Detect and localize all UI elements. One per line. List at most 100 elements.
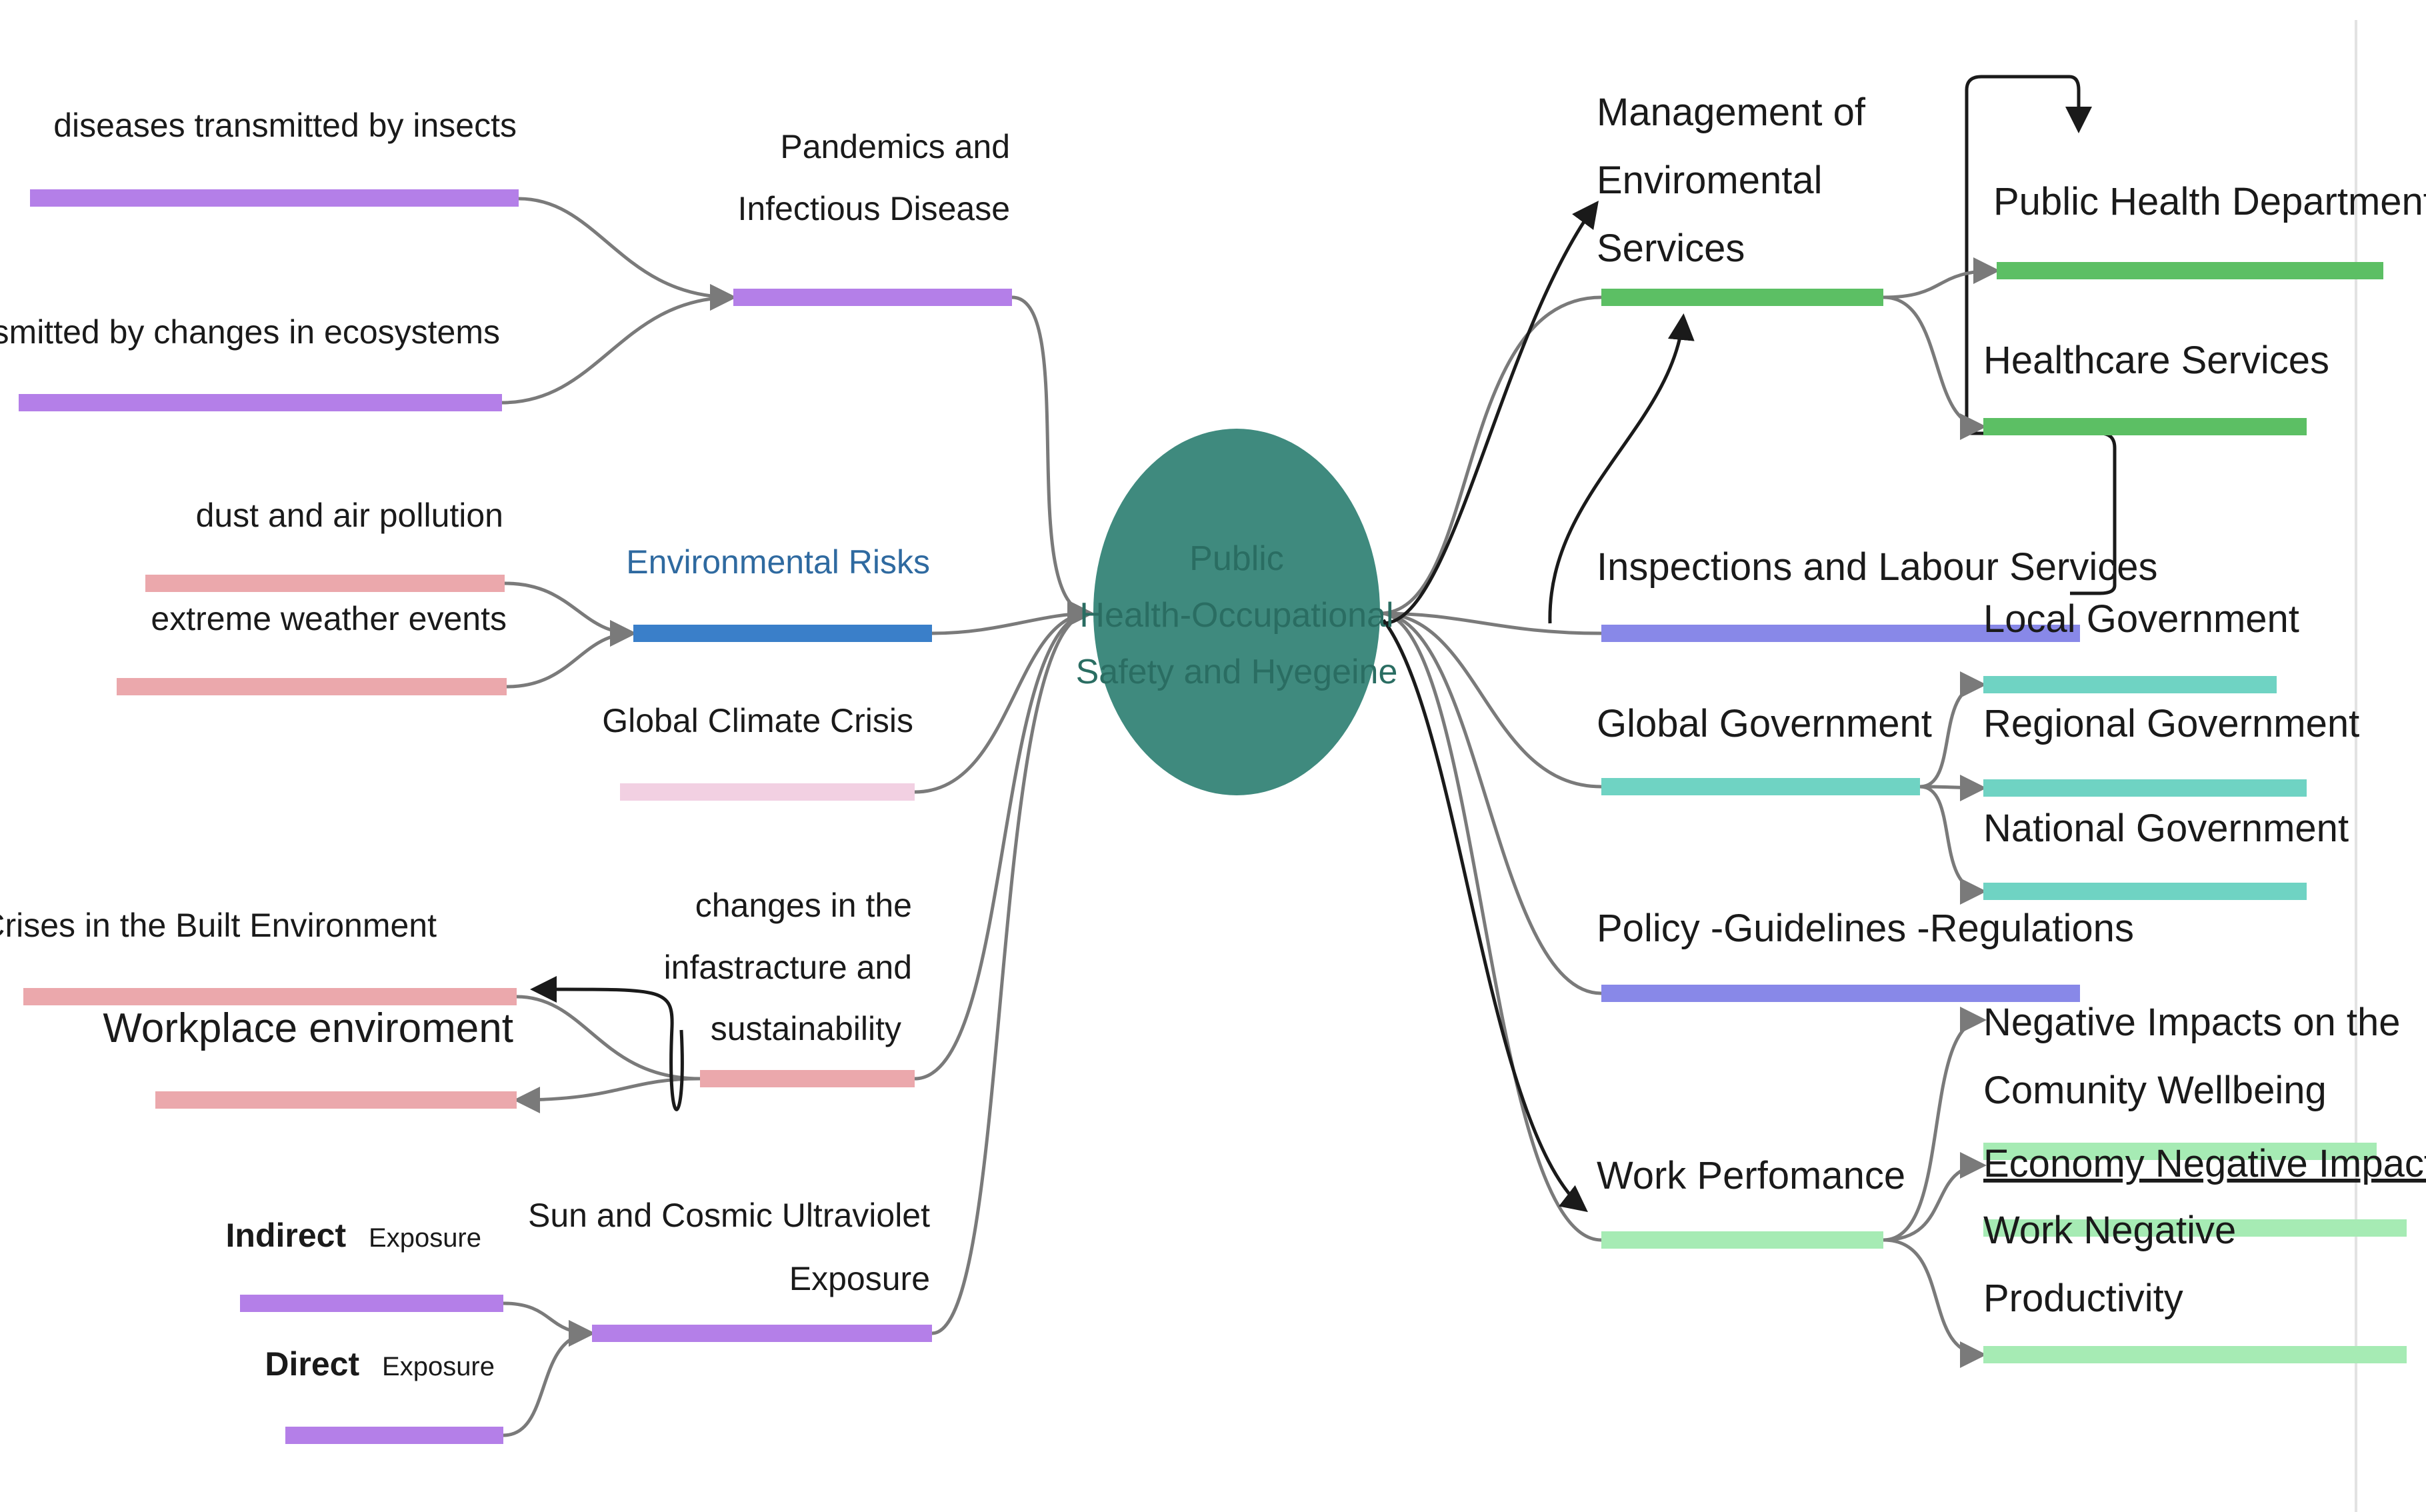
label-direct[interactable]: Direct Exposure	[265, 1345, 495, 1383]
connector-management-healthcare	[1883, 295, 1987, 440]
connector-direct-uv	[503, 1320, 595, 1437]
center-node[interactable]: Public Health-Occupational Safety and Hy…	[1076, 429, 1398, 795]
label-dust[interactable]: dust and air pollution	[196, 497, 503, 534]
label-envrisks[interactable]: Environmental Risks	[626, 543, 930, 581]
connector-global-regional	[1919, 774, 1987, 801]
bar-policy	[1601, 985, 2080, 1002]
label-direct-small: Exposure	[382, 1352, 495, 1381]
bar-healthcare	[1983, 418, 2307, 435]
connector-work-productivity	[1883, 1238, 1987, 1368]
bar-group	[19, 189, 2407, 1444]
connector-dust-envrisks	[504, 581, 637, 647]
connector-infrastructure-center	[914, 600, 1094, 1081]
label-climate[interactable]: Global Climate Crisis	[602, 702, 913, 739]
label-economy[interactable]: Economy Negative Impacts	[1983, 1142, 2426, 1185]
connector-weather-envrisks	[506, 620, 637, 689]
bar-national	[1983, 883, 2307, 900]
bar-crises	[23, 988, 517, 1005]
connector-center-policy	[1379, 611, 1602, 995]
connector-center-management	[1379, 295, 1602, 615]
label-direct-bold: Direct	[265, 1345, 359, 1383]
dark-arrow-inspection-up	[1548, 313, 1695, 624]
connector-center-inspections	[1379, 611, 1602, 635]
label-worknegative-line1[interactable]: Work Negative	[1983, 1209, 2236, 1252]
dark-bracket-connector	[1965, 75, 2081, 430]
center-line-3: Safety and Hyegeine	[1076, 653, 1398, 691]
center-line-1: Public	[1189, 539, 1284, 578]
right-labels: Management of Enviromental Services Publ…	[1597, 91, 2426, 1320]
connector-uv-center	[931, 600, 1094, 1335]
connector-management-publichealth	[1883, 257, 2000, 299]
label-management-line2[interactable]: Enviromental	[1597, 159, 1822, 202]
bar-infrastructure	[700, 1070, 915, 1087]
label-crises[interactable]: Crises in the Built Environment	[0, 907, 437, 944]
connector-global-local	[1919, 671, 1987, 789]
label-regional[interactable]: Regional Government	[1983, 702, 2359, 745]
connector-work-community	[1883, 1007, 1987, 1242]
connector-work-economy	[1883, 1152, 1987, 1242]
bar-publichealth	[1997, 262, 2383, 279]
bar-ecosystems	[19, 394, 502, 411]
label-local[interactable]: Local Government	[1983, 597, 2299, 641]
connector-indirect-uv	[503, 1301, 595, 1347]
bar-regional	[1983, 779, 2307, 797]
bar-management	[1601, 289, 1883, 306]
label-infrastructure-line2[interactable]: infastracture and	[664, 949, 912, 986]
label-inspections[interactable]: Inspections and Labour Services	[1597, 545, 2158, 589]
label-uv-line1[interactable]: Sun and Cosmic Ultraviolet	[528, 1197, 930, 1234]
bar-work	[1601, 1231, 1883, 1249]
label-infrastructure-line1[interactable]: changes in the	[695, 887, 912, 924]
center-line-2: Health-Occupational	[1079, 596, 1393, 635]
label-infrastructure-line3[interactable]: sustainability	[711, 1010, 901, 1047]
label-pandemics-line2[interactable]: Infectious Disease	[737, 190, 1010, 227]
bar-economy	[1983, 1143, 2377, 1160]
bar-dust	[145, 575, 505, 592]
dark-arrow-to-management	[1383, 200, 1599, 625]
connector-climate-center	[914, 600, 1094, 794]
bar-uv	[592, 1325, 932, 1342]
label-worknegative-line2[interactable]: Productivity	[1983, 1277, 2183, 1320]
bar-envrisks	[633, 625, 932, 642]
bar-indirect	[240, 1295, 503, 1312]
label-weather[interactable]: extreme weather events	[151, 600, 507, 637]
bar-weather	[117, 678, 507, 695]
bar-direct	[285, 1427, 503, 1444]
left-labels: diseases transmitted by insects diseases…	[0, 107, 1010, 1383]
connector-insects-pandemics	[518, 197, 737, 311]
dark-loop-connector	[530, 975, 684, 1111]
label-management-line1[interactable]: Management of	[1597, 91, 1866, 134]
label-national[interactable]: National Government	[1983, 807, 2349, 850]
connector-global-national	[1919, 785, 1987, 905]
bar-productivity	[1983, 1346, 2407, 1363]
connector-center-work	[1379, 611, 1602, 1242]
label-ecosystems[interactable]: diseases transmitted by changes in ecosy…	[0, 313, 500, 351]
bar-pandemics	[733, 289, 1012, 306]
connector-center-global	[1379, 611, 1602, 789]
label-global[interactable]: Global Government	[1597, 702, 1932, 745]
label-community-line1[interactable]: Negative Impacts on the	[1983, 1001, 2400, 1044]
label-indirect-small: Exposure	[369, 1223, 481, 1253]
bar-climate	[620, 783, 915, 801]
label-policy[interactable]: Policy -Guidelines -Regulations	[1597, 907, 2134, 950]
bar-worknegative	[1983, 1219, 2407, 1237]
bar-insects	[30, 189, 519, 207]
label-healthcare[interactable]: Healthcare Services	[1983, 339, 2329, 382]
label-publichealth[interactable]: Public Health Department	[1993, 180, 2426, 223]
bar-local	[1983, 676, 2277, 693]
label-uv-line2[interactable]: Exposure	[789, 1260, 930, 1297]
connector-group	[501, 75, 2117, 1437]
dark-arrow-to-work	[1382, 619, 1588, 1213]
label-insects[interactable]: diseases transmitted by insects	[53, 107, 517, 144]
label-indirect-bold: Indirect	[226, 1217, 347, 1254]
label-community-line2[interactable]: Comunity Wellbeing	[1983, 1069, 2327, 1112]
label-indirect[interactable]: Indirect Exposure	[226, 1217, 481, 1254]
bar-workplace	[155, 1091, 517, 1109]
center-ellipse	[1093, 429, 1380, 795]
label-management-line3[interactable]: Services	[1597, 227, 1745, 270]
label-workplace[interactable]: Workplace enviroment	[103, 1005, 513, 1051]
bar-global	[1601, 778, 1920, 795]
connector-infra-workplace	[513, 1077, 701, 1113]
label-work[interactable]: Work Perfomance	[1597, 1154, 1905, 1197]
label-pandemics-line1[interactable]: Pandemics and	[780, 128, 1010, 165]
